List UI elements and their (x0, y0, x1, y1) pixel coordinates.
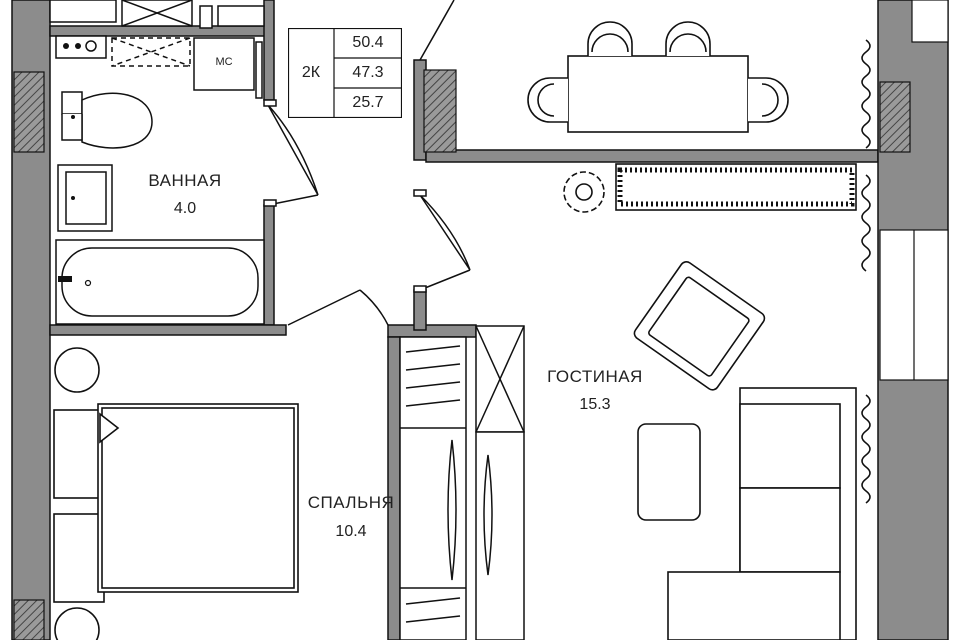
curtain-3 (861, 394, 871, 504)
curtain-1 (861, 39, 871, 149)
living-furniture (563, 163, 857, 640)
living-room-name: ГОСТИНАЯ (547, 367, 643, 386)
wall-kitchen-bottom (425, 149, 879, 163)
hangers (405, 345, 461, 623)
doors (263, 0, 471, 326)
wardrobe-right (475, 431, 525, 640)
bathroom-area: 4.0 (173, 200, 197, 217)
wardrobe-door-2 (483, 454, 493, 576)
washing-machine (193, 37, 255, 91)
column-left (13, 71, 45, 153)
utility-icon-2 (75, 43, 81, 49)
bathroom-fixtures (49, 0, 265, 325)
wardrobe-door-1 (447, 439, 457, 581)
wall-bath-bottom (49, 324, 287, 336)
wardrobes (399, 325, 525, 640)
sofa-cushion-1 (739, 403, 841, 489)
dining-table (567, 55, 749, 133)
area-table-grid (288, 28, 402, 118)
wall-wardrobe-left (387, 336, 401, 640)
bathroom-door (267, 104, 319, 206)
area-living-total: 47.3 (352, 64, 384, 81)
dining-set (527, 21, 789, 133)
window-right-1 (911, 0, 949, 43)
bed-pillow-fold (99, 412, 120, 444)
column-right (879, 81, 911, 153)
washing-machine-label: МС (215, 56, 233, 68)
bathroom-name: ВАННАЯ (148, 171, 222, 190)
nightstand-bottom (53, 513, 105, 603)
bedroom-furniture (53, 347, 299, 640)
sofa-chaise (667, 571, 841, 640)
living-door (419, 194, 471, 291)
wall-bath-right-lower (263, 204, 275, 326)
bath-dashed-zone (111, 37, 191, 67)
area-rooms: 25.7 (352, 94, 384, 111)
armchair (633, 261, 766, 391)
bedroom-door (287, 289, 389, 326)
apartment-type-label: 2К (301, 64, 321, 81)
utility-icon-1 (63, 43, 69, 49)
bedroom-name: СПАЛЬНЯ (307, 493, 395, 512)
curtain-2 (861, 174, 871, 272)
wall-bed-right-top (387, 324, 477, 338)
nightstand-lamp-bottom (54, 607, 100, 640)
nightstand-top (53, 409, 105, 499)
wall-bath-right (263, 0, 275, 101)
column-kitchen (423, 69, 457, 153)
bath-cabinet-top (49, 0, 117, 23)
column-left-bottom (13, 599, 45, 640)
sofa-cushion-2 (739, 487, 841, 573)
utility-icon-3 (85, 40, 97, 52)
toilet (61, 91, 83, 115)
area-total: 50.4 (352, 34, 384, 51)
hall-door-top (419, 0, 455, 61)
windows-right (879, 0, 949, 381)
area-summary-table: 2К 50.4 47.3 25.7 (288, 28, 402, 118)
bedroom-area: 10.4 (335, 523, 367, 540)
wall-top-bath (49, 25, 273, 37)
living-room-area: 15.3 (579, 396, 611, 413)
nightstand-lamp-top (54, 347, 100, 393)
ottoman (637, 423, 701, 521)
wall-hall-mid (413, 289, 427, 331)
bath-details (58, 40, 97, 287)
curtains (861, 39, 871, 504)
